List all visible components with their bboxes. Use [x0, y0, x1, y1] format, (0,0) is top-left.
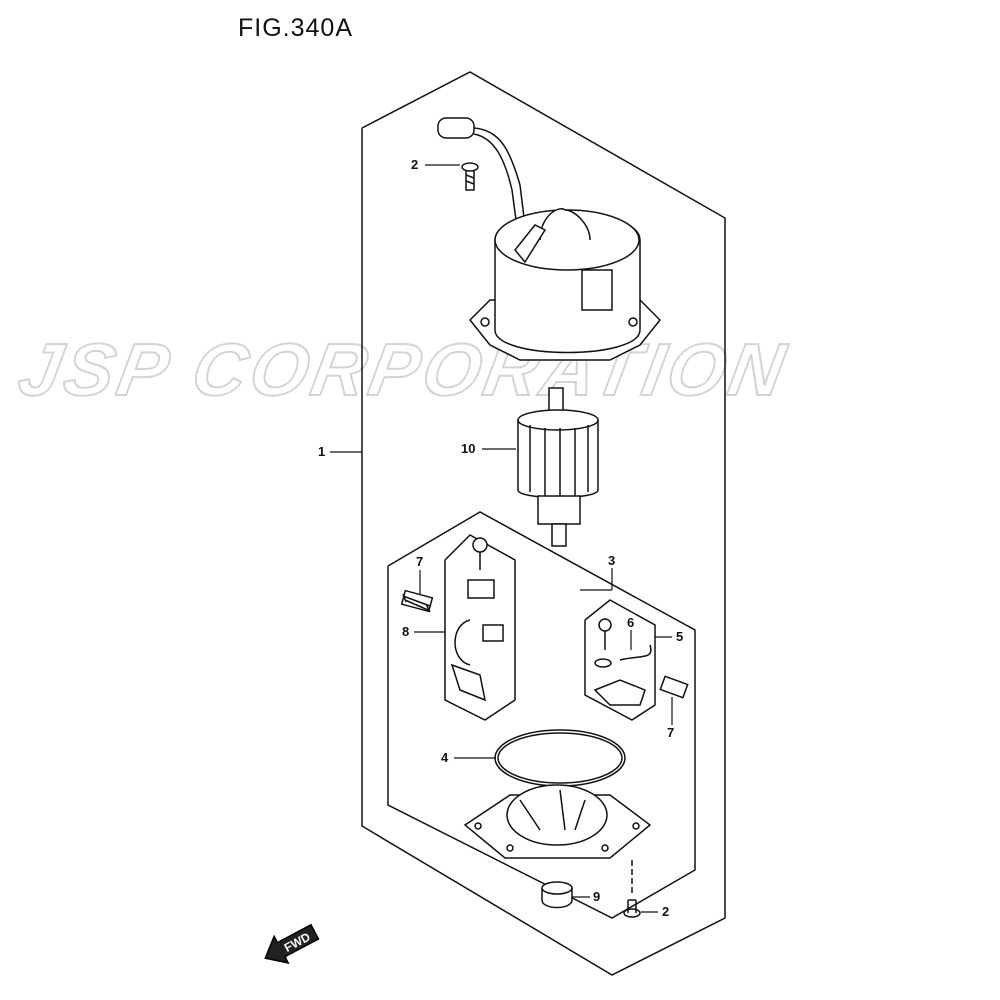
callout-6: 6: [627, 615, 635, 630]
callout-9: 9: [593, 889, 601, 904]
spring-left: [400, 589, 434, 613]
callout-7-right: 7: [667, 725, 675, 740]
screw-top: [461, 162, 479, 191]
callout-10: 10: [461, 441, 476, 456]
figure-title: FIG.340A: [238, 14, 353, 42]
assembly-outline: [361, 71, 726, 976]
brush-plate-right: [584, 599, 656, 721]
end-cover: [463, 784, 652, 859]
callout-2-bottom: 2: [662, 904, 670, 919]
callout-2-top: 2: [411, 157, 419, 172]
o-ring: [494, 729, 626, 787]
brush-plate-left: [444, 534, 516, 721]
callout-1: 1: [318, 444, 326, 459]
leader-lines: [330, 164, 673, 913]
callout-7-left: 7: [416, 554, 424, 569]
callout-5: 5: [676, 629, 684, 644]
callout-8: 8: [402, 624, 410, 639]
spring-right: [659, 675, 689, 699]
fwd-arrow-icon: FWD: [264, 923, 320, 965]
grommet: [541, 881, 573, 909]
armature: [517, 387, 599, 547]
brush-holder-outline: [387, 511, 696, 919]
callout-3: 3: [608, 553, 616, 568]
callout-4: 4: [441, 750, 449, 765]
o-ring-inner-edge: [497, 732, 623, 784]
screw-bottom: [623, 899, 641, 918]
motor-housing: [437, 117, 662, 361]
